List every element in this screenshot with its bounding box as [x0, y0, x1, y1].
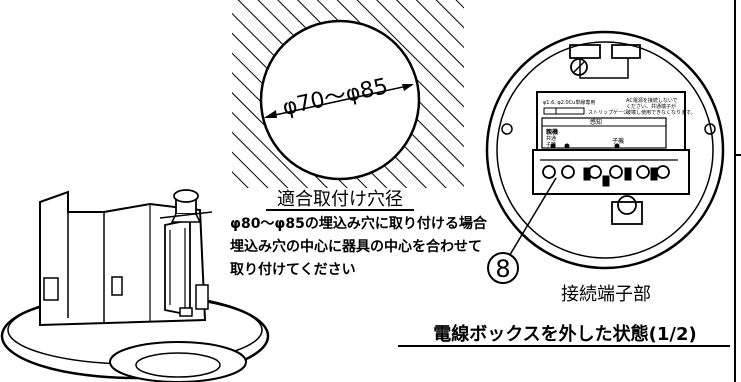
mount-hole-left	[501, 123, 513, 135]
label-sensor: 感知	[590, 118, 602, 126]
terminal-caption: 接続端子部	[561, 284, 651, 305]
hole-note-line1: φ80～φ85の埋込み穴に取り付ける場合	[230, 215, 488, 232]
bottom-screw	[617, 195, 637, 215]
hole-note-line3: 取り付けてください	[230, 261, 356, 278]
caution-line2: ください。共通端子が	[626, 103, 676, 110]
label-oyaki: 親機	[546, 128, 558, 136]
mount-hole-right	[704, 123, 716, 135]
callout-leader	[504, 177, 557, 264]
callout-number: 8	[495, 255, 510, 283]
label-frame	[541, 117, 667, 149]
label-common: 共通	[546, 135, 556, 142]
hole-title: 適合取付け穴径	[277, 189, 403, 210]
arrow-right	[402, 84, 414, 91]
caution-line3: 破壊し使用できなくなります。	[626, 109, 696, 116]
strip-gauge-label: ストリップゲージ	[588, 109, 628, 116]
terminal-diagram	[485, 30, 725, 270]
hole-note-line2: 埋込み穴の中心に器具の中心を合わせて	[230, 238, 482, 255]
terminal-rail	[532, 149, 690, 195]
strip-gauge-text: φ1.6, φ2.0Cu単線専用	[543, 99, 595, 106]
terminal-screws	[540, 159, 678, 187]
sensor-device-illustration	[0, 189, 270, 382]
strip-gauge-bar	[543, 107, 585, 115]
diameter-line	[265, 84, 413, 118]
label-kokki-right: 子機	[612, 137, 624, 145]
inner-housing-circle	[496, 41, 714, 259]
mounting-hole-circle	[259, 19, 421, 181]
caution-line1: AC電源を接続しないで	[626, 97, 678, 104]
state-caption: 電線ボックスを外した状態(1/2)	[433, 323, 697, 345]
callout-circle	[487, 252, 519, 284]
hole-diameter-diagram: φ70～φ85	[232, 0, 464, 188]
arrow-left	[264, 110, 277, 118]
label-kokki-left: 子機	[546, 141, 556, 148]
top-screw	[570, 58, 588, 76]
